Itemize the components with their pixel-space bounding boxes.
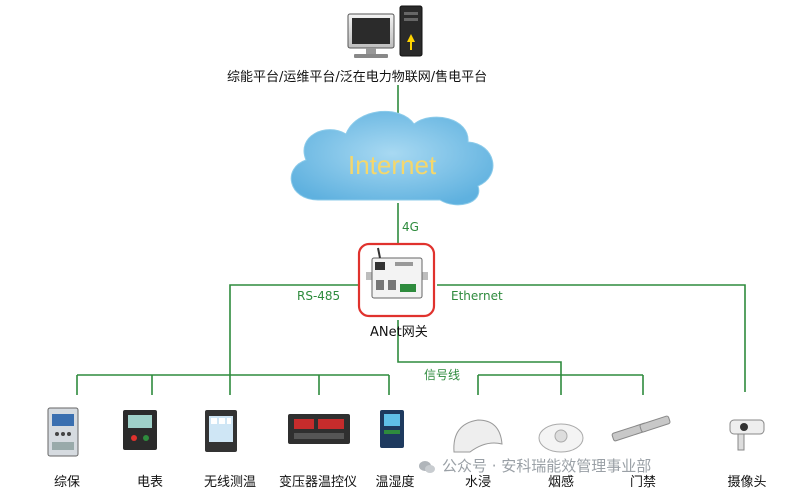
- device-label-smoke: 烟感: [547, 475, 574, 490]
- device-label-transformer: 变压器温控仪: [278, 475, 357, 490]
- gateway-label: ANet网关: [370, 325, 428, 340]
- smoke-detector-icon: [538, 423, 584, 453]
- device-label-door: 门禁: [629, 475, 656, 490]
- device-label-water: 水浸: [464, 475, 491, 490]
- temp-humidity-icon: [380, 410, 404, 448]
- gateway-icon: [366, 247, 428, 299]
- door-contact-icon: [611, 415, 671, 442]
- rs485-label: RS-485: [297, 289, 341, 303]
- computer-icon: [347, 5, 423, 58]
- camera-icon: [729, 419, 765, 451]
- watermark: 公众号 · 安科瑞能效管理事业部: [418, 455, 651, 476]
- water-sensor-icon: [453, 419, 503, 453]
- internet-label: Internet: [348, 150, 437, 180]
- watermark-text: 公众号 · 安科瑞能效管理事业部: [442, 457, 652, 475]
- wireless-temp-icon: [205, 410, 237, 452]
- transformer-temp-controller-icon: [288, 414, 350, 444]
- wechat-icon: [419, 460, 435, 473]
- ethernet-label: Ethernet: [451, 289, 503, 303]
- power-meter-icon: [123, 410, 157, 450]
- signal-line-label: 信号线: [424, 368, 461, 382]
- device-label-camera: 摄像头: [727, 475, 767, 490]
- internet-cloud: [290, 110, 494, 206]
- device-label-wireless-temp: 无线测温: [203, 475, 256, 490]
- device-label-meter: 电表: [136, 475, 163, 490]
- uplink-label: 4G: [402, 220, 419, 234]
- device-label-relay: 综保: [53, 475, 80, 490]
- platform-label: 综能平台/运维平台/泛在电力物联网/售电平台: [227, 70, 488, 85]
- device-label-temp-humidity: 温湿度: [375, 475, 415, 490]
- relay-protection-icon: [47, 407, 79, 457]
